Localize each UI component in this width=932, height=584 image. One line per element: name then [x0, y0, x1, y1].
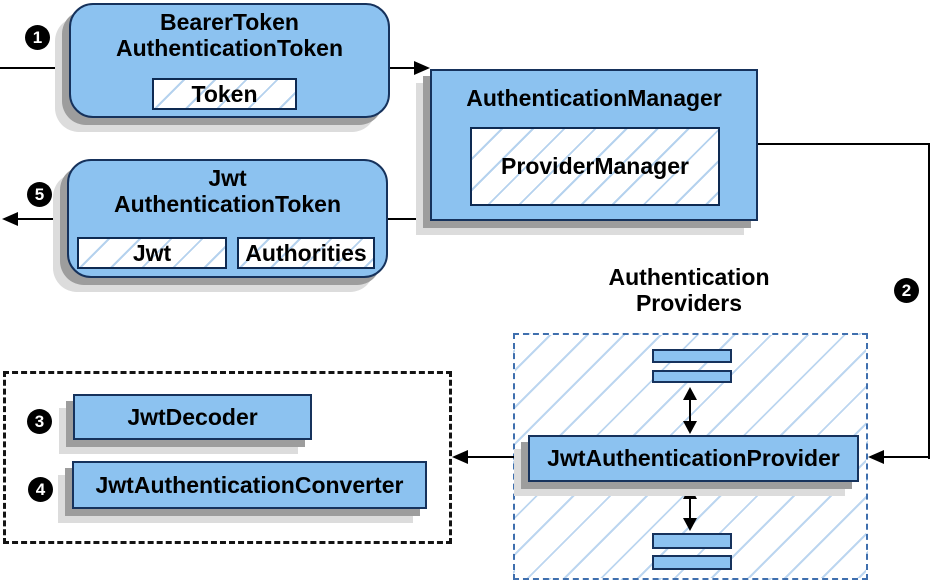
- jwt-authentication-provider-label: JwtAuthenticationProvider: [547, 445, 840, 471]
- arrowhead-right-icon: [414, 61, 430, 75]
- provider-placeholder-bar: [652, 370, 732, 383]
- providers-upper-link-line: [689, 391, 691, 431]
- arrowhead-up-icon: [683, 387, 697, 400]
- provider-manager-field: ProviderManager: [470, 127, 720, 206]
- jwt-token-title-line1: Jwt: [208, 165, 247, 191]
- response-out-line: [17, 218, 67, 220]
- provider-manager-label: ProviderManager: [501, 153, 689, 179]
- step-2-badge: 2: [894, 278, 919, 303]
- step-1-badge: 1: [25, 25, 50, 50]
- token-field-label: Token: [191, 80, 258, 107]
- arrowhead-up-icon: [683, 486, 697, 499]
- authorities-field: Authorities: [237, 237, 375, 269]
- jwt-authentication-converter-label: JwtAuthenticationConverter: [95, 471, 404, 498]
- provider-placeholder-bar: [652, 555, 732, 570]
- jwt-authentication-converter-node: JwtAuthenticationConverter: [72, 461, 427, 509]
- authentication-providers-label-line1: Authentication: [608, 264, 770, 290]
- manager-to-provider-line-h2: [884, 456, 930, 458]
- bearer-token-authentication-token-node: BearerToken AuthenticationToken Token: [69, 3, 390, 118]
- arrowhead-left-icon: [2, 212, 18, 226]
- step-4-badge: 4: [28, 477, 53, 502]
- providers-lower-link-line: [689, 490, 691, 528]
- provider-to-decoder-line: [468, 456, 528, 458]
- manager-to-jwt-token-line: [388, 218, 430, 220]
- authentication-providers-label-line2: Providers: [635, 290, 743, 316]
- bearer-token-title-line2: AuthenticationToken: [115, 35, 343, 61]
- arrowhead-down-icon: [683, 421, 697, 434]
- step-5-badge: 5: [27, 182, 52, 207]
- arrowhead-left-icon: [868, 450, 884, 464]
- to-authentication-manager-line: [390, 67, 414, 69]
- authentication-manager-title: AuthenticationManager: [466, 85, 722, 111]
- step-1-number: 1: [32, 27, 43, 47]
- bearer-token-title-line1: BearerToken: [160, 9, 299, 35]
- step-3-badge: 3: [27, 409, 52, 434]
- jwt-field: Jwt: [77, 237, 227, 269]
- step-5-number: 5: [34, 184, 45, 204]
- token-field: Token: [152, 78, 297, 110]
- provider-placeholder-bar: [652, 533, 732, 549]
- authentication-manager-node: AuthenticationManager ProviderManager: [430, 69, 758, 221]
- step-2-number: 2: [901, 280, 912, 300]
- step-4-number: 4: [35, 479, 46, 499]
- jwt-authentication-provider-node: JwtAuthenticationProvider: [528, 435, 859, 482]
- jwt-authentication-token-node: Jwt AuthenticationToken Jwt Authorities: [67, 159, 388, 278]
- step-3-number: 3: [34, 411, 45, 431]
- jwt-token-title-line2: AuthenticationToken: [113, 191, 341, 217]
- arrowhead-left-icon: [452, 450, 468, 464]
- provider-placeholder-bar: [652, 349, 732, 363]
- jwt-field-label: Jwt: [132, 239, 172, 266]
- jwt-decoder-label: JwtDecoder: [127, 403, 258, 430]
- arrowhead-down-icon: [683, 518, 697, 531]
- jwt-decoder-node: JwtDecoder: [73, 394, 312, 440]
- decoder-converter-group: [3, 371, 452, 544]
- request-in-line: [0, 67, 69, 69]
- authorities-field-label: Authorities: [245, 239, 367, 266]
- manager-to-provider-line-h1: [758, 143, 930, 145]
- manager-to-provider-line-v: [928, 143, 930, 459]
